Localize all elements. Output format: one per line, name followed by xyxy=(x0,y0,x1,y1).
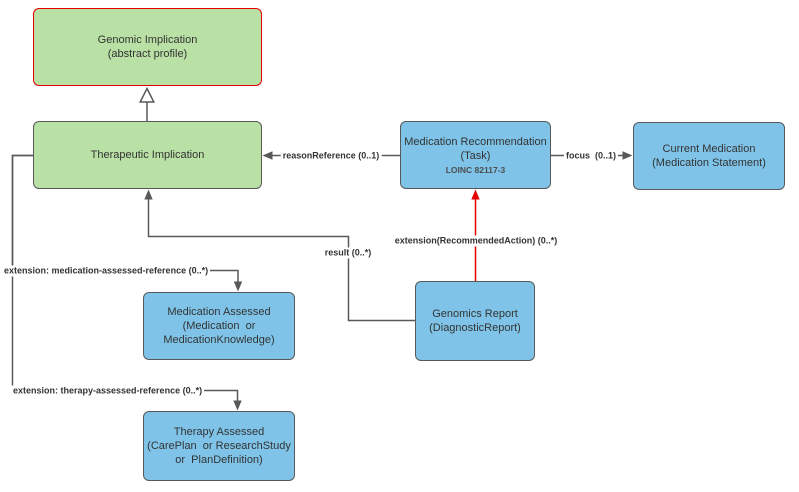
node-sublabel: (Medication Statement) xyxy=(652,157,766,169)
medication-assessed-arrowhead-icon xyxy=(233,281,243,292)
focus-arrowhead-icon xyxy=(622,151,633,160)
edge-label-focus: focus (0..1) xyxy=(563,150,619,161)
node-label: Genomic Implication xyxy=(97,34,198,46)
therapy-assessed-arrowhead-icon xyxy=(233,400,242,411)
recommended-action-arrowhead-icon xyxy=(471,189,480,200)
node-loinc-code: LOINC 82117-3 xyxy=(445,164,506,175)
node-genomics-report[interactable]: Genomics Report (DiagnosticReport) xyxy=(415,281,535,361)
node-medication-assessed[interactable]: Medication Assessed (Medication or Medic… xyxy=(143,292,295,360)
inheritance-hollow-triangle-icon xyxy=(138,86,156,103)
node-sublabel: (abstract profile) xyxy=(107,48,188,60)
node-sublabel: (CarePlan or ResearchStudy xyxy=(147,440,291,452)
node-medication-recommendation[interactable]: Medication Recommendation (Task) LOINC 8… xyxy=(400,121,551,189)
node-current-medication[interactable]: Current Medication (Medication Statement… xyxy=(633,122,785,190)
node-sublabel: (Medication or xyxy=(182,320,256,332)
edge-label-medication-assessed-ref: extension: medication-assessed-reference… xyxy=(2,265,211,276)
node-label: Therapeutic Implication xyxy=(90,149,205,161)
edge-label-therapy-assessed-ref: extension: therapy-assessed-reference (0… xyxy=(11,385,205,396)
result-arrowhead-icon xyxy=(144,189,153,200)
edge-result-line xyxy=(147,199,415,322)
node-therapy-assessed[interactable]: Therapy Assessed (CarePlan or ResearchSt… xyxy=(143,411,295,481)
node-sublabel: (DiagnosticReport) xyxy=(429,322,521,334)
node-sublabel: MedicationKnowledge) xyxy=(163,334,275,346)
node-label: Medication Recommendation xyxy=(404,135,547,148)
node-genomic-implication[interactable]: Genomic Implication (abstract profile) xyxy=(33,8,262,86)
edge-label-reason-reference: reasonReference (0..1) xyxy=(280,150,382,161)
node-sublabel: (Task) xyxy=(460,149,491,162)
node-label: Genomics Report xyxy=(432,308,518,320)
edge-label-recommended-action: extension(RecommendedAction) (0..*) xyxy=(392,235,560,247)
edge-therapy-assessed-line xyxy=(11,154,239,401)
node-label: Current Medication xyxy=(662,143,756,155)
node-label: Therapy Assessed xyxy=(173,426,265,438)
node-label: Medication Assessed xyxy=(167,306,271,318)
node-sublabel: or PlanDefinition) xyxy=(175,454,263,466)
node-therapeutic-implication[interactable]: Therapeutic Implication xyxy=(33,121,262,189)
edge-label-result: result (0..*) xyxy=(322,247,374,259)
reason-reference-arrowhead-icon xyxy=(262,151,273,160)
